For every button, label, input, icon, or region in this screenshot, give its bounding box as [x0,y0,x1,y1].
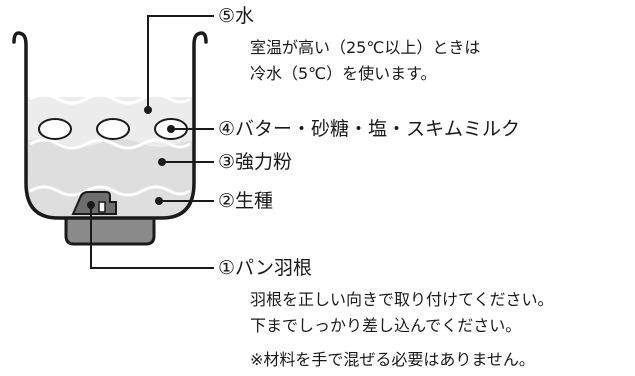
footnote: ※材料を手で混ぜる必要はありません。 [250,350,535,369]
ingredient-oval-left [38,118,72,140]
paddle-note-2: 下までしっかり差し込んでください。 [250,316,522,335]
water-note-1: 室温が高い（25℃以上）ときは [250,38,481,57]
leader-dot-yeast [155,197,163,205]
flour-layer [26,139,194,218]
flour-bottom-wave [29,185,191,197]
flour-label: ③強力粉 [218,151,293,173]
leader-dot-water [144,106,152,114]
butter-sugar-salt-milk-label: ④バター・砂糖・塩・スキムミルク [218,118,521,140]
leader-dot-butter [167,125,175,133]
pan-outline [12,31,208,220]
paddle-slot [98,201,106,213]
leader-dot-paddle [87,201,95,209]
leader-dot-flour [158,158,166,166]
leader-water [147,15,214,110]
water-label: ⑤水 [218,5,255,27]
flour-top-wave [29,138,191,150]
yeast-label: ②生種 [218,190,274,212]
water-surface-line [29,93,191,105]
pan-base [64,211,156,246]
paddle-label: ①パン羽根 [218,257,312,279]
leader-paddle [90,205,214,269]
ingredient-oval-center [96,118,130,140]
paddle-note-1: 羽根を正しい向きで取り付けてください。 [250,290,554,309]
water-note-2: 冷水（5℃）を使います。 [250,64,437,83]
